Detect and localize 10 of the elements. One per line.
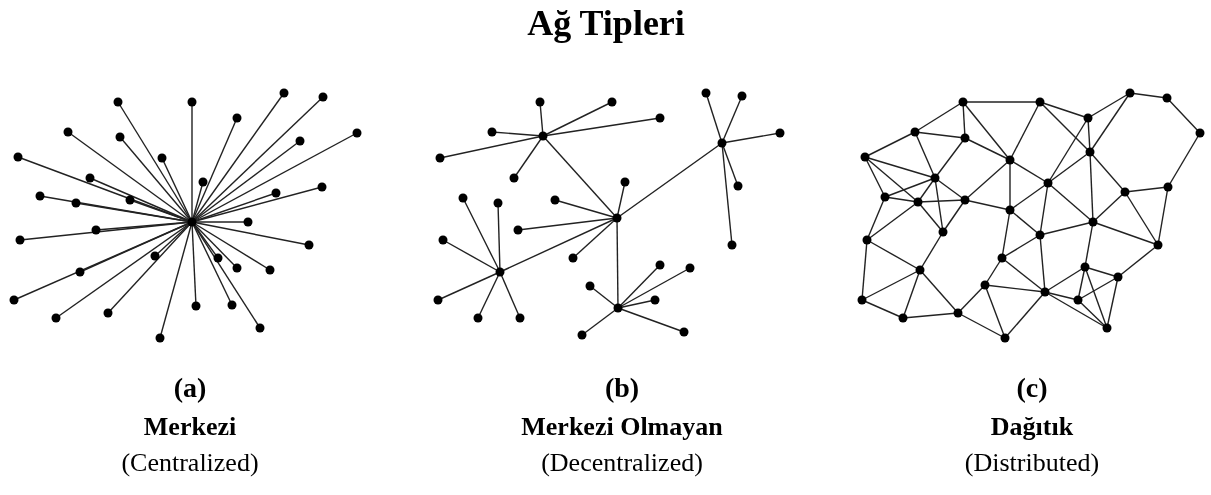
panel-title: Merkezi Olmayan bbox=[521, 412, 723, 442]
panel-subtitle: (Distributed) bbox=[964, 448, 1100, 478]
panel-letter: (b) bbox=[604, 372, 640, 404]
panel-letter: (c) bbox=[1016, 372, 1048, 404]
panel-subtitle: (Decentralized) bbox=[541, 448, 703, 478]
panel-letter: (a) bbox=[173, 372, 207, 404]
panel-title: Dağıtık bbox=[990, 412, 1074, 442]
panel-subtitle: (Centralized) bbox=[121, 448, 259, 478]
panel-title: Merkezi bbox=[143, 412, 237, 442]
diagram-title: Ağ Tipleri bbox=[527, 2, 685, 44]
